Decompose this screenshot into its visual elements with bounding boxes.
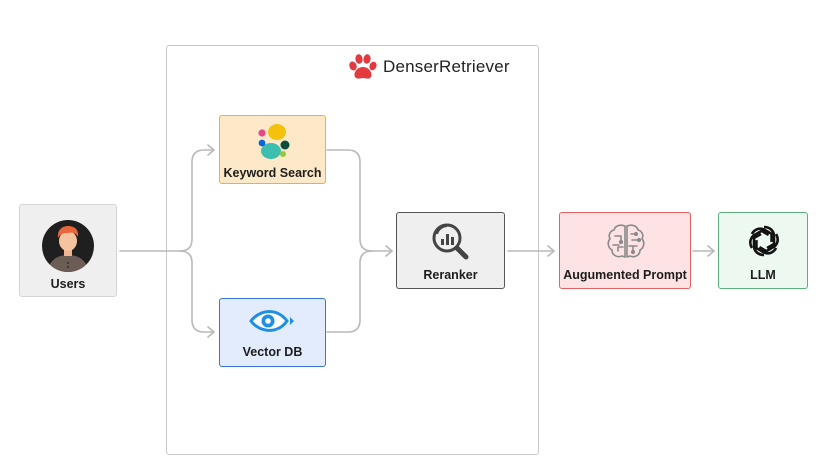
paw-icon — [349, 54, 377, 79]
augmented-prompt-node: Augumented Prompt — [559, 212, 691, 289]
magnify-chart-icon — [432, 223, 469, 260]
denser-retriever-container — [166, 45, 539, 455]
reranker-label: Reranker — [423, 268, 478, 282]
users-label: Users — [50, 277, 86, 291]
keyword-search-node: Keyword Search — [219, 115, 326, 184]
edge-users-to-vector — [179, 250, 215, 333]
keyword-search-label: Keyword Search — [223, 166, 322, 180]
elastic-search-icon — [258, 124, 290, 159]
vector-db-node: Vector DB — [219, 298, 326, 367]
arrowhead-vector — [207, 326, 215, 338]
edge-vector-to-reranker — [326, 250, 373, 333]
brain-circuit-icon — [607, 224, 645, 258]
vector-db-label: Vector DB — [242, 345, 303, 359]
brand: DenserRetriever — [347, 52, 510, 82]
user-avatar-icon — [42, 220, 94, 272]
edge-keyword-to-reranker — [326, 149, 393, 252]
users-node: Users — [19, 204, 117, 297]
llm-node: LLM — [718, 212, 808, 289]
brand-name: DenserRetriever — [383, 57, 510, 76]
llm-label: LLM — [750, 268, 776, 282]
reranker-node: Reranker — [396, 212, 505, 289]
arrowhead-reranker — [385, 245, 393, 257]
openai-icon — [749, 225, 779, 257]
arrowhead-prompt — [547, 245, 555, 257]
edge-users-to-keyword — [119, 149, 215, 252]
augmented-prompt-label: Augumented Prompt — [563, 268, 687, 282]
arrowhead-keyword — [207, 144, 215, 156]
arrowhead-llm — [707, 245, 715, 257]
eye-icon — [249, 310, 294, 332]
